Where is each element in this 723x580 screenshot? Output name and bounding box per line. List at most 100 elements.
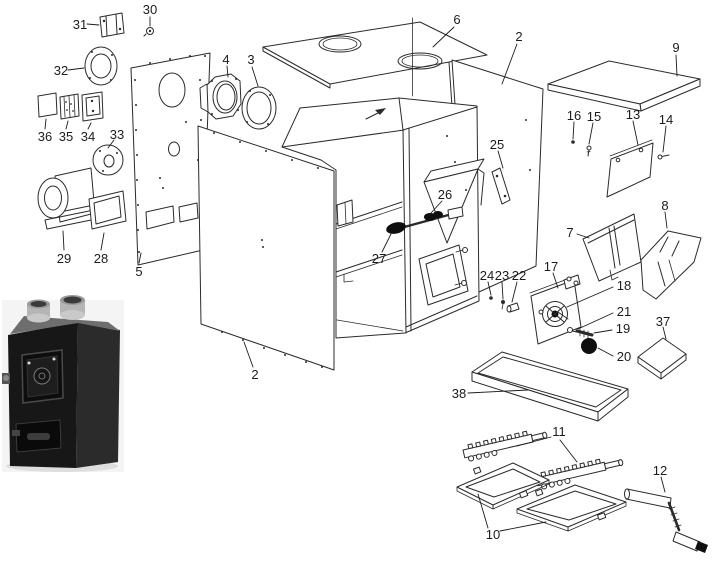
- svg-text:22: 22: [512, 268, 526, 283]
- part-shaker-rod-11a: [462, 430, 548, 462]
- svg-text:24: 24: [480, 268, 494, 283]
- photo-damper-knob: [2, 373, 10, 384]
- callout-34: 34: [81, 122, 95, 144]
- part-front-panel-2: [197, 125, 335, 371]
- callout-22: 22: [511, 268, 526, 303]
- part-block-37: [637, 337, 687, 380]
- svg-text:27: 27: [372, 251, 386, 266]
- flue-collar: [60, 295, 85, 320]
- callout-17: 17: [544, 259, 559, 289]
- part-bracket-25: [491, 167, 511, 205]
- svg-text:28: 28: [94, 251, 108, 266]
- svg-text:37: 37: [656, 314, 670, 329]
- callout-4: 4: [222, 52, 230, 78]
- callout-38: 38: [452, 386, 529, 401]
- svg-text:12: 12: [653, 463, 667, 478]
- part-baffle-8: [640, 230, 702, 300]
- callout-36: 36: [38, 118, 52, 144]
- part-louver-35: [59, 93, 80, 120]
- callout-8: 8: [661, 198, 669, 229]
- part-grate-frame-10a: [456, 462, 550, 510]
- part-feed-rod-26: [395, 206, 464, 231]
- part-bolt-23: [501, 300, 505, 310]
- svg-text:6: 6: [453, 12, 460, 27]
- photo-ash-door: [12, 419, 62, 453]
- svg-text:17: 17: [544, 259, 558, 274]
- callout-16: 16: [567, 108, 581, 140]
- callout-18: 18: [566, 278, 631, 308]
- part-shaker-rod-11b: [535, 458, 624, 490]
- svg-text:33: 33: [110, 127, 124, 142]
- svg-text:18: 18: [617, 278, 631, 293]
- part-ash-pan-38: [471, 351, 629, 422]
- svg-text:2: 2: [515, 29, 522, 44]
- svg-text:23: 23: [495, 268, 509, 283]
- callout-12: 12: [653, 463, 667, 493]
- svg-text:35: 35: [59, 129, 73, 144]
- part-blower-29: [37, 167, 97, 230]
- part-bolt-21: [567, 327, 578, 333]
- svg-text:10: 10: [486, 527, 500, 542]
- callout-33: 33: [107, 127, 124, 149]
- part-screw-16: [571, 140, 575, 144]
- callout-35: 35: [59, 120, 73, 144]
- callout-32: 32: [54, 63, 85, 78]
- part-gasket-33: [92, 144, 124, 176]
- flue-collar: [27, 299, 50, 323]
- callout-3: 3: [247, 52, 259, 87]
- callout-15: 15: [587, 109, 601, 145]
- svg-text:25: 25: [490, 137, 504, 152]
- callout-5: 5: [135, 252, 143, 279]
- callout-11: 11: [516, 424, 578, 463]
- part-bolt-14: [657, 154, 670, 160]
- callout-13: 13: [626, 107, 640, 146]
- photo-loading-door: [21, 349, 64, 404]
- callout-37: 37: [656, 314, 670, 340]
- svg-text:34: 34: [81, 129, 95, 144]
- callout-6: 6: [432, 12, 461, 48]
- callout-19: 19: [593, 321, 630, 336]
- svg-text:31: 31: [73, 17, 87, 32]
- door-emblem: [33, 367, 51, 385]
- part-bracket-31: [99, 12, 125, 38]
- svg-text:8: 8: [661, 198, 668, 213]
- callout-23: 23: [495, 268, 509, 300]
- part-bracket-34: [81, 91, 104, 122]
- svg-text:19: 19: [616, 321, 630, 336]
- callout-21: 21: [577, 304, 631, 330]
- svg-text:38: 38: [452, 386, 466, 401]
- svg-text:2: 2: [251, 367, 258, 382]
- svg-text:9: 9: [672, 40, 679, 55]
- callout-28: 28: [94, 232, 108, 266]
- part-baffle-7: [582, 213, 642, 282]
- part-gasket-28: [88, 190, 127, 230]
- part-screw-30: [143, 27, 154, 37]
- svg-text:29: 29: [57, 251, 71, 266]
- svg-text:16: 16: [567, 108, 581, 123]
- callout-29: 29: [57, 230, 71, 266]
- part-flange-32: [84, 46, 118, 86]
- callout-2-top: 2: [501, 29, 523, 85]
- part-top-panel-6: [262, 21, 488, 89]
- svg-text:3: 3: [247, 52, 254, 67]
- svg-text:11: 11: [552, 424, 566, 439]
- svg-text:7: 7: [566, 225, 573, 240]
- callout-31: 31: [73, 17, 100, 32]
- callout-10: 10: [477, 493, 547, 542]
- part-pin-22: [506, 302, 520, 313]
- svg-text:30: 30: [143, 2, 157, 17]
- crank-grip-cap: [695, 541, 708, 553]
- callout-9: 9: [672, 40, 680, 77]
- part-collar-4: [199, 73, 242, 120]
- part-ring-3: [241, 86, 277, 130]
- part-rod-19: [575, 328, 594, 339]
- svg-text:4: 4: [222, 52, 229, 67]
- callout-30: 30: [143, 2, 157, 27]
- callout-14: 14: [659, 112, 673, 153]
- svg-text:20: 20: [617, 349, 631, 364]
- furnace-photo: [2, 295, 124, 472]
- part-crank-12: [624, 488, 708, 553]
- part-main-body: [281, 97, 485, 339]
